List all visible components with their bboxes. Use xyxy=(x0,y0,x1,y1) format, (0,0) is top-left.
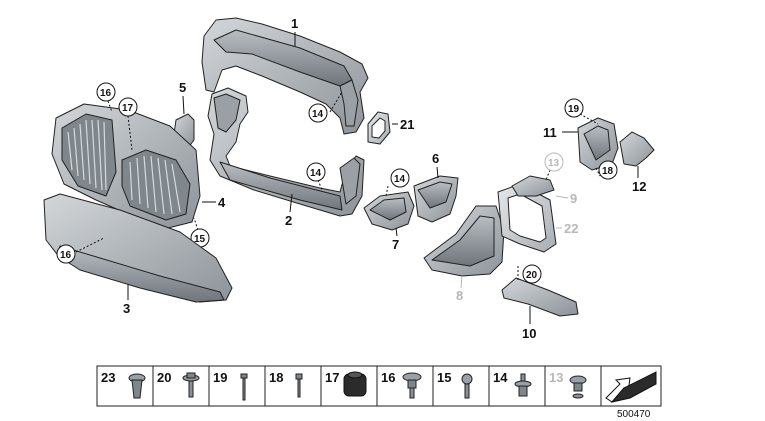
circled-callout-16-b: 16 xyxy=(56,237,105,264)
callout-21-label: 21 xyxy=(400,117,414,132)
long-screw-icon xyxy=(240,373,248,401)
callout-11-label: 11 xyxy=(543,125,557,140)
part-12-air-deflector xyxy=(619,131,655,167)
part-1-air-duct-upper xyxy=(201,17,369,135)
circled-14-b-label: 14 xyxy=(310,168,322,179)
strip-num-14: 14 xyxy=(493,370,508,385)
part-8-air-guide xyxy=(423,205,505,277)
callout-3: 3 xyxy=(123,284,130,316)
callout-5-label: 5 xyxy=(179,80,186,95)
strip-cell-13 xyxy=(544,365,602,407)
strip-num-18: 18 xyxy=(269,370,283,385)
part-22-frame-bracket xyxy=(497,183,557,253)
callout-12-label: 12 xyxy=(632,179,646,194)
circled-16-b-label: 16 xyxy=(60,250,72,261)
part-7-air-duct xyxy=(363,191,415,231)
circled-18-label: 18 xyxy=(602,166,614,177)
callout-11: 11 xyxy=(543,125,578,140)
strip-num-19: 19 xyxy=(213,370,227,385)
strip-num-13: 13 xyxy=(549,370,563,385)
circled-callout-19: 19 xyxy=(564,98,599,125)
clip-pin-icon xyxy=(461,373,473,399)
callout-22-label: 22 xyxy=(564,221,578,236)
strip-num-16: 16 xyxy=(381,370,395,385)
circled-14-c-label: 14 xyxy=(394,174,406,185)
circled-20-label: 20 xyxy=(526,270,538,281)
screw-with-washer-icon xyxy=(182,372,200,398)
callout-21: 21 xyxy=(392,117,414,132)
part-2-radiator-frame xyxy=(207,87,365,217)
direction-arrow-icon xyxy=(605,371,657,403)
circled-callout-18: 18 xyxy=(595,160,618,180)
hex-screw-icon xyxy=(402,372,422,399)
fastener-strip: 23 20 19 18 17 16 15 14 13 xyxy=(96,365,662,407)
callout-3-label: 3 xyxy=(123,301,130,316)
circled-14-a-label: 14 xyxy=(312,109,324,120)
callout-2: 2 xyxy=(285,193,293,228)
part-11-air-deflector xyxy=(577,117,619,171)
callout-6: 6 xyxy=(432,151,439,179)
circled-callout-14-c: 14 xyxy=(385,168,410,197)
callout-9-label: 9 xyxy=(570,191,577,206)
part-10-bracket xyxy=(501,277,579,317)
strip-cell-16 xyxy=(376,365,434,407)
strip-num-20: 20 xyxy=(157,370,171,385)
callout-8-label: 8 xyxy=(456,288,463,303)
document-number: 500470 xyxy=(617,409,651,420)
nut-icon xyxy=(569,375,587,399)
circled-15-label: 15 xyxy=(194,234,206,245)
part-21-seal xyxy=(367,111,391,145)
part-4-kidney-grille xyxy=(51,103,201,229)
circled-callout-16-a: 16 xyxy=(96,82,116,113)
callout-7-label: 7 xyxy=(392,237,399,252)
strip-cell-23 xyxy=(96,365,154,407)
circled-callout-14-b: 14 xyxy=(306,162,326,191)
callout-1: 1 xyxy=(291,16,298,46)
strip-cell-19 xyxy=(208,365,266,407)
circled-callout-20: 20 xyxy=(517,264,542,284)
strip-cell-20 xyxy=(152,365,210,407)
callout-5: 5 xyxy=(179,80,186,115)
callout-1-label: 1 xyxy=(291,16,298,31)
circled-callout-17: 17 xyxy=(118,97,138,151)
rubber-mount-icon xyxy=(343,371,367,397)
callout-4-label: 4 xyxy=(218,195,226,210)
callout-2-label: 2 xyxy=(285,213,292,228)
callout-10: 10 xyxy=(522,306,536,341)
callout-8: 8 xyxy=(456,275,463,303)
strip-num-15: 15 xyxy=(437,370,451,385)
callout-4: 4 xyxy=(202,195,226,210)
circled-17-label: 17 xyxy=(122,103,134,114)
strip-num-23: 23 xyxy=(101,370,115,385)
push-clip-icon xyxy=(514,373,532,397)
callout-7: 7 xyxy=(392,227,399,252)
part-9-clip xyxy=(511,175,555,197)
callout-22: 22 xyxy=(556,221,578,236)
part-6-air-duct xyxy=(413,175,459,223)
circled-19-label: 19 xyxy=(568,104,580,115)
circled-13-label: 13 xyxy=(548,158,560,169)
circled-callout-14-a: 14 xyxy=(308,91,343,123)
callout-9: 9 xyxy=(555,191,577,206)
strip-num-17: 17 xyxy=(325,370,339,385)
callout-10-label: 10 xyxy=(522,326,536,341)
circled-16-a-label: 16 xyxy=(100,88,112,99)
rivet-icon xyxy=(128,373,146,399)
callout-6-label: 6 xyxy=(432,151,439,166)
callout-12: 12 xyxy=(632,166,646,194)
circled-callout-13: 13 xyxy=(544,152,564,181)
strip-cell-18 xyxy=(264,365,322,407)
screw-icon xyxy=(295,373,303,398)
